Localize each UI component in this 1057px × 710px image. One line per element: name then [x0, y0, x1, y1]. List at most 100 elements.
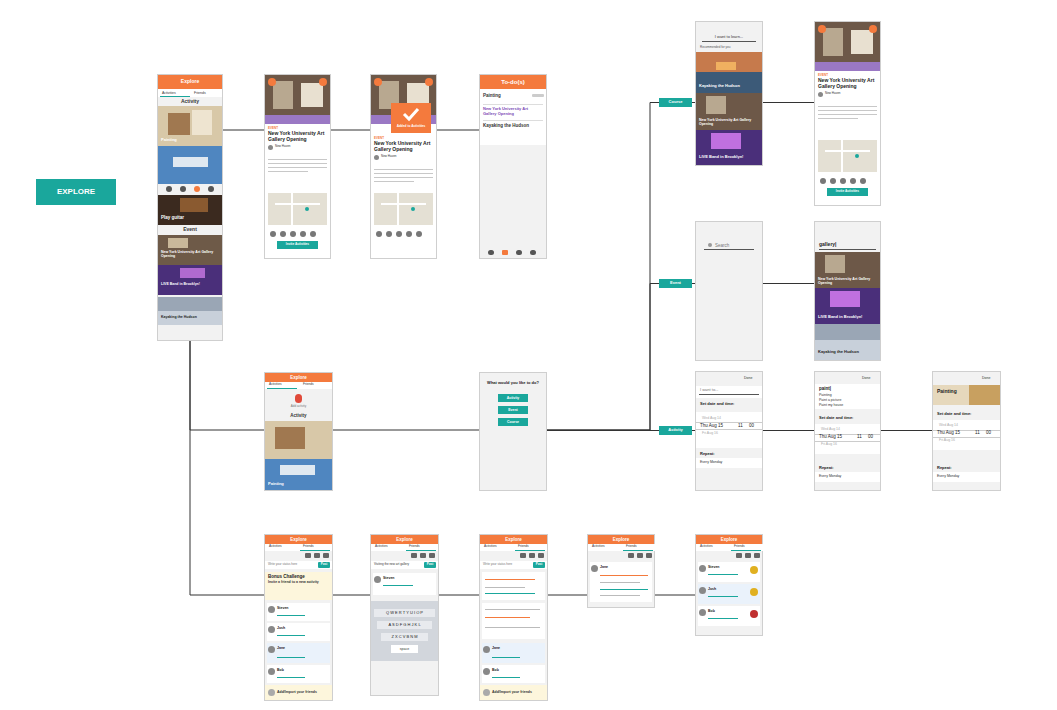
- picture-block: [646, 553, 652, 558]
- label-text: Jane: [277, 646, 327, 650]
- picture-block: [166, 186, 172, 192]
- label-text: Bob: [277, 668, 327, 672]
- picture-block: [267, 665, 330, 683]
- label-text: Q W E R T Y U I O P: [374, 611, 435, 616]
- picture-block: [825, 255, 845, 273]
- choice-screen: What would you like to do?ActivityEventC…: [480, 373, 546, 490]
- label-text: Bonus Challenge: [268, 574, 330, 579]
- picture-block: [485, 617, 530, 618]
- label-text: Jane: [600, 565, 640, 569]
- picture-block: [319, 78, 327, 86]
- label-text: Activities: [375, 545, 403, 549]
- label-text: Friends: [734, 545, 760, 549]
- label-text: Course: [659, 100, 692, 105]
- picture-block: [492, 657, 520, 658]
- picture-block: [515, 550, 545, 551]
- label-text: space: [391, 647, 418, 651]
- picture-block: [300, 550, 330, 551]
- label-text: Painting: [483, 93, 528, 98]
- picture-block: [374, 193, 433, 225]
- header-bar: Explore: [588, 535, 654, 544]
- picture-block: [623, 550, 653, 551]
- picture-block: [702, 41, 756, 42]
- picture-block: [273, 81, 293, 109]
- picture-block: [397, 193, 399, 225]
- picture-block: [277, 677, 305, 678]
- picture-block: [841, 140, 843, 172]
- picture-block: [208, 186, 214, 192]
- picture-block: [411, 553, 417, 558]
- picture-block: [295, 394, 302, 403]
- picture-block: [708, 243, 712, 247]
- picture-block: [591, 565, 598, 572]
- picture-block: [396, 231, 402, 237]
- label-text: Thu Aug 15: [937, 430, 971, 435]
- label-text: Explore: [480, 537, 547, 542]
- label-text: Invite Activities: [277, 243, 318, 247]
- picture-block: [815, 62, 880, 71]
- picture-block: [530, 250, 536, 255]
- picture-block: [386, 231, 392, 237]
- feed-screen: ActivitiesFriendsWrite your status hereP…: [265, 535, 332, 700]
- label-text: New York University Art Gallery Opening: [818, 277, 876, 285]
- connector: [880, 430, 933, 431]
- picture-block: [275, 427, 305, 449]
- picture-block: [192, 110, 212, 135]
- label-text: Jane: [492, 646, 542, 650]
- picture-block: [708, 574, 738, 575]
- picture-block: [173, 157, 208, 167]
- connector: [546, 103, 659, 431]
- toast: Added to Activities: [391, 103, 431, 133]
- picture-block: [267, 603, 330, 621]
- picture-block: [268, 159, 327, 160]
- picture-block: [488, 250, 494, 255]
- label-text: 11: [975, 430, 983, 435]
- label-text: New York University Art Gallery Opening: [818, 78, 877, 90]
- picture-block: [529, 553, 535, 558]
- label-text: Invite a friend to a new activity: [268, 580, 330, 584]
- label-text: Steven: [277, 606, 327, 610]
- picture-block: [485, 579, 535, 580]
- header-bar: Explore: [158, 75, 222, 89]
- label-text: Post: [424, 563, 436, 566]
- picture-block: [706, 96, 726, 114]
- connector: [190, 340, 265, 430]
- label-text: Post: [318, 563, 330, 566]
- label-text: 00: [868, 434, 877, 439]
- connector: [330, 130, 371, 131]
- picture-block: [830, 291, 860, 307]
- connector: [222, 130, 265, 131]
- picture-block: [699, 394, 759, 395]
- label-text: Fri Aug 16: [702, 431, 732, 435]
- picture-block: [425, 78, 433, 86]
- header-bar: Explore: [480, 535, 547, 544]
- label-text: Activity: [265, 413, 332, 418]
- picture-block: [374, 177, 433, 178]
- label-text: 11: [738, 423, 746, 428]
- label-text: Add/Import your friends: [492, 690, 544, 694]
- label-text: Friends: [518, 545, 544, 549]
- picture-block: [314, 553, 320, 558]
- label-text: Repeat:: [819, 466, 859, 471]
- picture-block: [406, 231, 412, 237]
- picture-block: [483, 104, 543, 105]
- todo-screen: PaintingNew York University Art Gallery …: [480, 75, 546, 258]
- label-text: gallery|: [819, 242, 859, 248]
- feed-screen: ActivitiesFriendsJaneExplore: [588, 535, 654, 607]
- picture-block: [270, 231, 276, 237]
- picture-block: [268, 167, 327, 168]
- label-text: Play guitar: [161, 215, 211, 220]
- picture-block: [696, 429, 762, 430]
- label-text: EVENT: [374, 137, 414, 140]
- picture-block: [485, 593, 535, 594]
- picture-block: [520, 553, 526, 558]
- check-icon: [401, 106, 421, 122]
- label-text: Repeat:: [937, 466, 977, 471]
- label-text: Activities: [484, 545, 512, 549]
- picture-block: [268, 78, 276, 86]
- label-text: Visiting the new art gallery: [374, 563, 422, 566]
- label-text: Explore: [265, 537, 332, 542]
- section-tag: EXPLORE: [36, 179, 116, 205]
- label-text: Wed Aug 14: [702, 416, 732, 420]
- label-text: Activities: [162, 91, 190, 95]
